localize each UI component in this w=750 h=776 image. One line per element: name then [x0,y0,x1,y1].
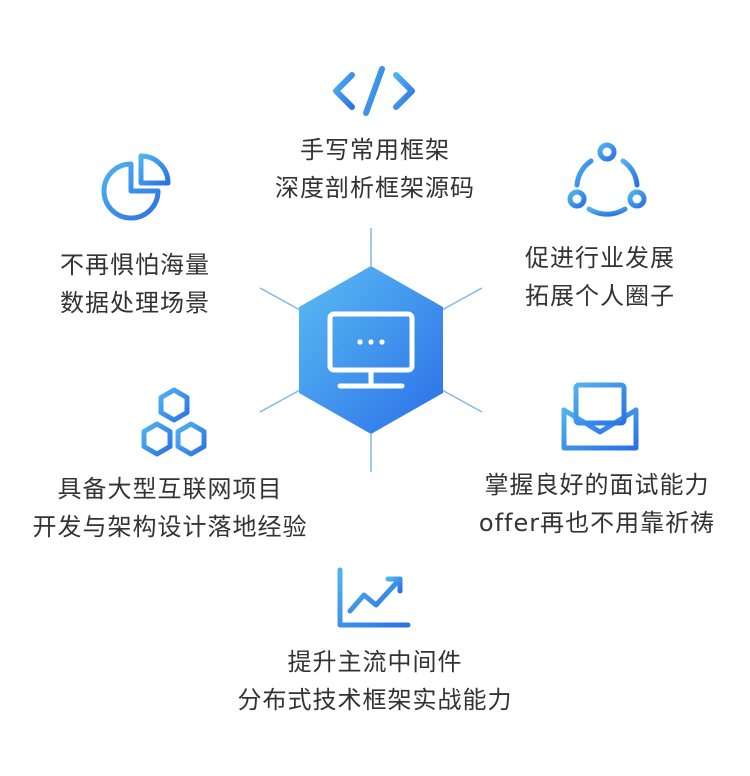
feature-top-line-1: 手写常用框架 [300,136,450,164]
hexagons-icon [141,387,207,457]
feature-upper-right-line-2: 拓展个人圈子 [525,282,675,310]
feature-bottom-line-2: 分布式技术框架实战能力 [237,686,513,714]
share-icon [567,142,647,217]
feature-lower-left-line-1: 具备大型互联网项目 [57,475,283,503]
line-chart-icon [337,567,411,628]
feature-top-line-2: 深度剖析框架源码 [275,174,475,202]
monitor-icon [327,311,415,389]
feature-upper-left: 不再惧怕海量 数据处理场景 [35,246,235,322]
feature-lower-left-line-2: 开发与架构设计落地经验 [32,513,308,541]
pie-chart-icon [101,153,171,221]
feature-lower-right-line-1: 掌握良好的面试能力 [484,471,710,499]
feature-bottom-line-1: 提升主流中间件 [287,648,463,676]
feature-upper-right: 促进行业发展 拓展个人圈子 [495,239,705,315]
center-hexagon [299,266,443,434]
feature-top: 手写常用框架 深度剖析框架源码 [240,131,510,207]
connector-lower-right [441,389,483,413]
code-icon [333,66,415,116]
feature-upper-right-line-1: 促进行业发展 [525,244,675,272]
feature-bottom: 提升主流中间件 分布式技术框架实战能力 [215,643,535,719]
connector-upper-right [441,287,483,311]
feature-lower-right: 掌握良好的面试能力 offer再也不用靠祈祷 [462,466,732,542]
feature-lower-right-line-2: offer再也不用靠祈祷 [478,509,716,537]
feature-upper-left-line-1: 不再惧怕海量 [60,251,210,279]
feature-upper-left-line-2: 数据处理场景 [60,289,210,317]
mail-icon [561,382,639,451]
connector-upper-left [259,287,301,311]
connector-lower-left [259,389,301,413]
feature-lower-left: 具备大型互联网项目 开发与架构设计落地经验 [20,470,320,546]
